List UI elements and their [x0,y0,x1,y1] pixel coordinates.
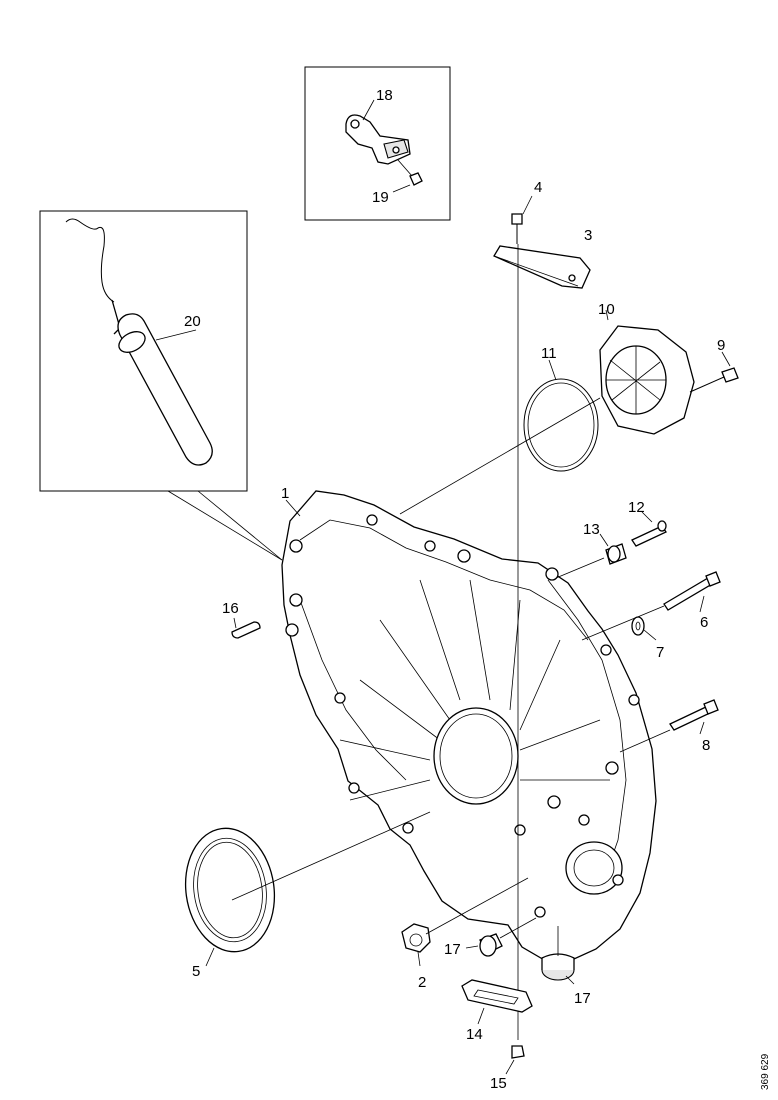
inset-box-sensor [39,210,283,561]
callout-11: 11 [541,345,557,362]
callout-10: 10 [598,301,615,318]
callout-16: 16 [222,600,239,617]
callout-5: 5 [192,963,200,980]
callout-2: 2 [418,974,426,991]
callout-18: 18 [376,87,393,104]
callout-1: 1 [281,485,289,502]
callout-12: 12 [628,499,645,516]
parts [184,195,739,1075]
callout-17-top: 17 [444,941,461,958]
callout-4: 4 [534,179,542,196]
flywheel-housing [231,490,657,962]
callout-8: 8 [702,737,710,754]
callout-9: 9 [717,337,725,354]
callout-3: 3 [584,227,592,244]
callout-13: 13 [583,521,600,538]
callout-15: 15 [490,1075,507,1092]
callout-6: 6 [700,614,708,631]
callout-14: 14 [466,1026,483,1043]
inset-box-bracket [304,66,451,221]
callout-7: 7 [656,644,664,661]
callout-20: 20 [184,313,201,330]
reference-number: 369 629 [760,1053,771,1090]
callout-17-bottom: 17 [574,990,591,1007]
callout-19: 19 [372,189,389,206]
